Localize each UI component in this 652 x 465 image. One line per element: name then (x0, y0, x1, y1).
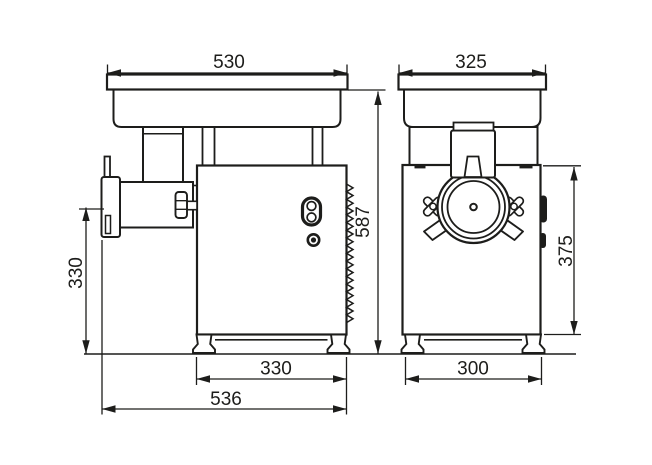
pusher (463, 155, 483, 178)
dim-label-side-outlet-height: 330 (66, 257, 87, 289)
foot (521, 333, 546, 354)
support-columns (201, 127, 324, 166)
dim-side-tray-width: 530 (106, 52, 348, 77)
wing-nut-center (510, 202, 518, 211)
front-view (397, 73, 548, 354)
arrowhead (528, 375, 542, 383)
arrowhead (532, 69, 546, 77)
clamp-knob-knurl (175, 200, 187, 210)
wing-nut-center (429, 202, 437, 211)
dim-label-side-total-depth: 536 (210, 389, 242, 410)
arrowhead (570, 321, 578, 335)
arrowhead (107, 69, 121, 77)
foot (192, 333, 216, 354)
feed-tray-body (112, 88, 342, 128)
side-view (100, 73, 355, 354)
grinder-axis-dot (469, 202, 478, 212)
dim-label-front-body-height: 375 (556, 235, 577, 267)
arrowhead (570, 167, 578, 181)
dim-front-body-height: 375 (543, 165, 581, 336)
cooling-fins (345, 183, 355, 324)
arrowhead (333, 405, 347, 413)
arrowhead (82, 340, 90, 354)
housing-gap-notch (414, 164, 426, 169)
outlet-tab (103, 155, 111, 180)
dim-side-total-height: 587 (348, 89, 386, 354)
foot (326, 333, 351, 354)
grinder-ring-inner (446, 180, 501, 234)
feed-tray-rim (105, 73, 349, 91)
dim-side-feet-spacing: 330 (195, 357, 348, 415)
arrowhead (399, 69, 413, 77)
dim-side-outlet-height: 330 (66, 207, 104, 354)
arrowhead (374, 340, 382, 354)
dim-label-side-total-height: 587 (353, 206, 374, 238)
feed-neck (142, 126, 184, 183)
motor-body (195, 164, 348, 336)
arrowhead (405, 375, 419, 383)
arrowhead (196, 375, 210, 383)
dim-label-side-tray-width: 530 (213, 52, 245, 73)
outlet-clip (104, 214, 112, 235)
dim-front-feet-spacing: 300 (404, 357, 543, 385)
feed-neck-collar (452, 121, 495, 132)
dim-label-front-feet-spacing: 300 (457, 359, 489, 380)
clamp-knob (174, 191, 188, 219)
foot (400, 333, 425, 354)
reset-button-center (310, 237, 317, 243)
side-button-edge (539, 233, 546, 248)
clamp-knob-shaft (186, 200, 198, 211)
dimensions: 530 587 330 330 536 (66, 52, 581, 415)
feed-tray-body (403, 88, 542, 128)
arrowhead (374, 91, 382, 105)
arrowhead (102, 405, 116, 413)
arrowhead (82, 207, 90, 221)
power-switch-on-button (306, 200, 317, 212)
side-switch-edge (539, 195, 547, 223)
dim-label-front-tray-width: 325 (455, 52, 487, 73)
dim-label-side-feet-spacing: 330 (260, 359, 292, 380)
power-switch-off-button (306, 212, 317, 223)
housing-gap-notch (519, 164, 533, 169)
dim-front-tray-width: 325 (398, 52, 547, 77)
arrowhead (333, 375, 347, 383)
dim-side-total-depth: 536 (101, 240, 347, 415)
arrowhead (333, 69, 347, 77)
feed-tray-rim (397, 73, 548, 91)
